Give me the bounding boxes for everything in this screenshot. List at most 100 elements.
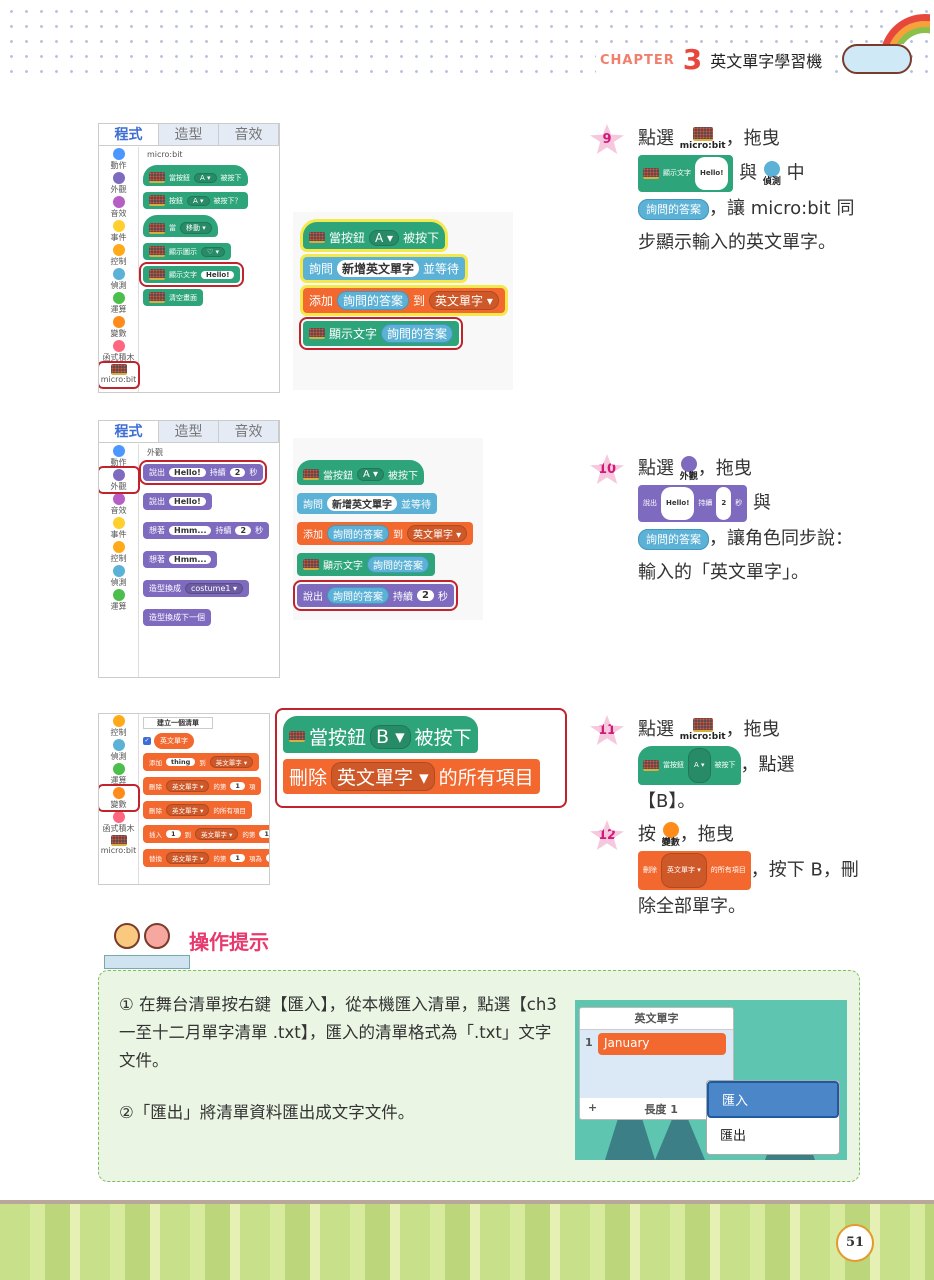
block-dropdown[interactable]: ♡ xyxy=(201,246,226,257)
block-input[interactable]: 1 xyxy=(265,854,269,862)
list-reporter[interactable]: 英文單字 xyxy=(154,733,194,749)
category-micro:bit[interactable]: micro:bit xyxy=(99,834,138,858)
category-事件[interactable]: 事件 xyxy=(99,219,138,243)
block-dropdown[interactable]: 英文單字 xyxy=(195,828,239,840)
block-dropdown[interactable]: 英文單字 xyxy=(407,525,468,542)
block-dropdown[interactable]: 英文單字 xyxy=(166,804,210,816)
block-dropdown[interactable]: A xyxy=(194,172,217,183)
list-item[interactable]: January xyxy=(598,1033,726,1055)
add-item-button[interactable]: + xyxy=(588,1101,598,1114)
block-dropdown[interactable]: 英文單字 xyxy=(661,853,707,888)
block-dropdown[interactable]: A xyxy=(187,195,210,206)
category-事件[interactable]: 事件 xyxy=(99,516,138,540)
category-外觀[interactable]: 外觀 xyxy=(99,466,140,494)
block-input[interactable]: Hmm... xyxy=(169,555,212,564)
code-block[interactable]: 當按鈕A被按下 xyxy=(303,222,446,249)
block-input[interactable]: 1 xyxy=(166,830,181,838)
tab-2[interactable]: 音效 xyxy=(219,421,279,442)
category-偵測[interactable]: 偵測 xyxy=(99,738,138,762)
block-dropdown[interactable]: 英文單字 xyxy=(429,291,499,310)
code-block[interactable]: 詢問新增英文單字並等待 xyxy=(303,257,466,280)
tab-1[interactable]: 造型 xyxy=(159,421,219,442)
block-input[interactable]: Hmm... xyxy=(169,526,212,535)
block-input[interactable]: Hello! xyxy=(201,270,235,279)
code-block[interactable]: 當按鈕A被按下 xyxy=(143,165,248,186)
block-dropdown[interactable]: costume1 xyxy=(185,583,244,594)
category-運算[interactable]: 運算 xyxy=(99,762,138,786)
reporter-block[interactable]: 詢問的答案 xyxy=(327,587,389,604)
code-block[interactable]: 當按鈕B被按下 xyxy=(283,716,478,753)
block-dropdown[interactable]: 英文單字 xyxy=(166,780,210,792)
category-變數[interactable]: 變數 xyxy=(99,315,138,339)
category-函式積木[interactable]: 函式積木 xyxy=(99,339,138,363)
category-micro:bit[interactable]: micro:bit xyxy=(99,361,140,389)
code-block[interactable]: 顯示文字詢問的答案 xyxy=(297,553,435,576)
block-dropdown[interactable]: 英文單字 xyxy=(331,762,435,791)
category-控制[interactable]: 控制 xyxy=(99,243,138,267)
block-dropdown[interactable]: 英文單字 xyxy=(166,852,210,864)
block-dropdown[interactable]: A xyxy=(688,748,711,783)
block-input[interactable]: 1 xyxy=(259,830,269,838)
category-變數[interactable]: 變數 xyxy=(99,784,140,812)
code-block[interactable]: 當按鈕A被按下 xyxy=(297,460,425,485)
category-偵測[interactable]: 偵測 xyxy=(99,564,138,588)
block-dropdown[interactable]: 英文單字 xyxy=(209,756,254,768)
menu-item-export[interactable]: 匯出 xyxy=(720,1129,747,1144)
code-block[interactable]: 詢問新增英文單字並等待 xyxy=(297,493,437,514)
block-dropdown[interactable]: A xyxy=(369,229,400,246)
code-block[interactable]: 造型換成下一個 xyxy=(143,609,211,626)
category-音效[interactable]: 音效 xyxy=(99,492,138,516)
code-block[interactable]: 添加詢問的答案到英文單字 xyxy=(303,288,505,313)
block-input[interactable]: 2 xyxy=(235,526,252,535)
block-dropdown[interactable]: A xyxy=(357,468,385,481)
reporter-block[interactable]: 詢問的答案 xyxy=(337,291,410,310)
category-運算[interactable]: 運算 xyxy=(99,291,138,315)
code-block[interactable]: 按鈕A被按下？ xyxy=(143,192,248,209)
code-block[interactable]: 顯示文字詢問的答案 xyxy=(298,317,464,350)
category-控制[interactable]: 控制 xyxy=(99,714,138,738)
list-checkbox[interactable]: ✓ xyxy=(143,737,151,745)
category-外觀[interactable]: 外觀 xyxy=(99,171,138,195)
code-block[interactable]: 刪除英文單字的第1項 xyxy=(143,777,262,795)
block-input[interactable]: Hello! xyxy=(169,497,206,506)
code-block[interactable]: 刪除英文單字的所有項目 xyxy=(283,759,540,794)
reporter-block[interactable]: 詢問的答案 xyxy=(367,556,429,573)
code-block[interactable]: 顯示圖示♡ xyxy=(143,243,232,260)
reporter-block[interactable]: 詢問的答案 xyxy=(327,525,389,542)
code-block[interactable]: 當移動 xyxy=(143,215,218,237)
block-input[interactable]: thing xyxy=(166,758,196,766)
tab-2[interactable]: 音效 xyxy=(219,124,279,145)
category-動作[interactable]: 動作 xyxy=(99,147,138,171)
code-block[interactable]: 添加詢問的答案到英文單字 xyxy=(297,522,474,545)
code-block[interactable]: 當按鈕A被按下 xyxy=(638,746,741,785)
block-dropdown[interactable]: 移動 xyxy=(180,222,212,234)
code-block[interactable]: 清空畫面 xyxy=(143,289,203,306)
block-input[interactable]: 2 xyxy=(716,487,732,520)
block-input[interactable]: 2 xyxy=(229,468,246,477)
reporter-block[interactable]: 詢問的答案 xyxy=(381,324,454,343)
code-block[interactable]: 插入1到英文單字的第1項 xyxy=(143,825,269,843)
block-input[interactable]: 1 xyxy=(230,782,245,790)
category-函式積木[interactable]: 函式積木 xyxy=(99,810,138,834)
category-控制[interactable]: 控制 xyxy=(99,540,138,564)
block-input[interactable]: 新增英文單字 xyxy=(337,260,420,277)
block-input[interactable]: 新增英文單字 xyxy=(327,496,397,511)
category-音效[interactable]: 音效 xyxy=(99,195,138,219)
code-block[interactable]: 刪除英文單字的所有項目 xyxy=(143,801,252,819)
menu-item-import[interactable]: 匯入 xyxy=(707,1081,839,1118)
code-block[interactable]: 替換英文單字的第1項為1 xyxy=(143,849,269,867)
tab-0[interactable]: 程式 xyxy=(99,124,159,145)
category-動作[interactable]: 動作 xyxy=(99,444,138,468)
block-input[interactable]: Hello! xyxy=(169,468,206,477)
block-input[interactable]: Hello! xyxy=(695,157,729,190)
